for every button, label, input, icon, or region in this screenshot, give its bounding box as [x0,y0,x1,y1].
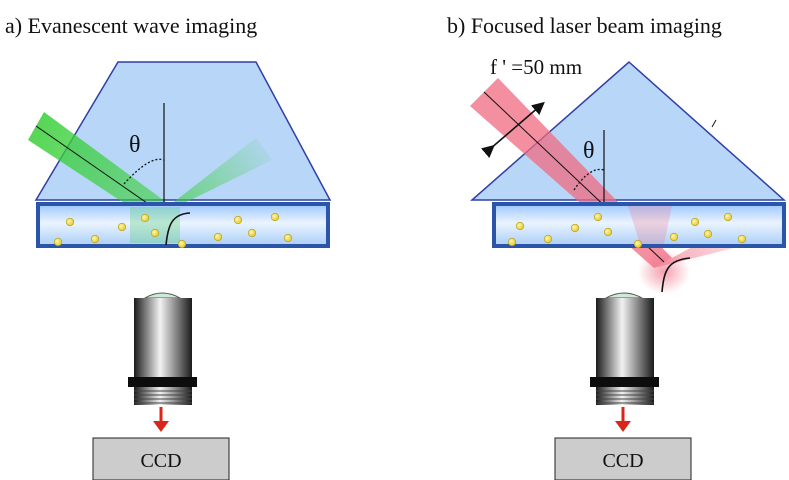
panel-b: b) Focused laser beam imaging f ' =50 mm… [447,13,786,480]
particle [283,233,293,243]
panel-b-title: b) Focused laser beam imaging [447,13,722,38]
theta-label: θ [129,132,141,158]
intensity-profile-curve [661,257,691,293]
particle [515,221,525,231]
particle [690,217,700,227]
lens-focal-length-label: f ' =50 mm [490,55,582,79]
particle [247,228,257,238]
panel-a-title: a) Evanescent wave imaging [5,13,257,38]
incident-beam-axis [35,125,161,213]
microscope-objective-b [590,292,659,405]
focusing-lens-icon [480,101,545,159]
prism-tick [711,119,717,128]
particle [723,212,733,222]
particle [117,222,127,232]
incident-green-beam [28,112,170,220]
sample-chamber [36,202,330,248]
ccd-detector-b [554,437,692,480]
particle [53,237,63,247]
ccd-detector-a [92,437,230,480]
particle [140,213,150,223]
particle [570,223,580,233]
reflected-green-beam [150,138,272,220]
particles-b [507,212,747,249]
microscope-objective-a [128,292,197,405]
theta-label-b: θ [583,138,595,164]
particle [669,232,679,242]
evanescent-field-region [130,207,180,243]
particle [213,232,223,242]
particle [737,234,747,244]
ccd-label-a: CCD [140,450,181,472]
particle [543,234,553,244]
particle [233,215,243,225]
particles-a [53,212,293,249]
panel-a: a) Evanescent wave imaging θ [5,13,332,480]
angle-arc-b [573,168,605,191]
ccd-label-b: CCD [602,450,643,472]
down-arrow-b [615,407,631,432]
sample-chamber-b [492,202,786,248]
particle [603,227,613,237]
focal-spot [638,250,690,294]
particle [150,228,160,238]
beam-in-sample [628,206,672,244]
down-arrow-a [153,407,169,432]
particle [90,234,100,244]
particle [270,212,280,222]
prism-trapezoid [34,61,332,201]
particle [703,229,713,239]
particle [177,239,187,249]
particle [507,237,517,247]
particle [593,212,603,222]
particle [633,239,643,249]
particle [65,217,75,227]
evanescent-decay-curve [165,212,191,246]
